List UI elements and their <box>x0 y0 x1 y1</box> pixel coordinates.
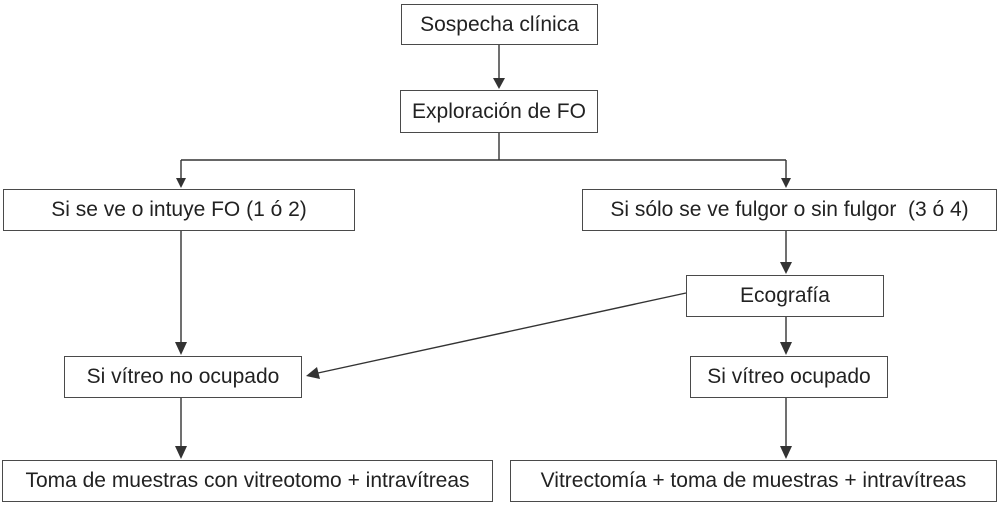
node-si-se-ve-fo: Si se ve o intuye FO (1 ó 2) <box>3 189 355 231</box>
node-vitreo-no-ocupado: Si vítreo no ocupado <box>64 356 302 398</box>
node-exploracion-fo-label: Exploración de FO <box>412 99 586 123</box>
node-vitreo-ocupado-label: Si vítreo ocupado <box>707 365 871 388</box>
arrowhead-ocupado <box>780 342 792 355</box>
node-ecografia-label: Ecografía <box>740 284 830 307</box>
node-exploracion-fo: Exploración de FO <box>400 90 598 133</box>
arrowhead-exploracion <box>493 78 505 89</box>
arrowhead-ecografia <box>780 262 792 274</box>
arrowhead-no-ocupado-diagonal <box>306 367 320 379</box>
node-vitrectomia-label: Vitrectomía + toma de muestras + intraví… <box>540 469 967 492</box>
node-vitreo-no-ocupado-label: Si vítreo no ocupado <box>86 365 280 388</box>
node-toma-muestras-label: Toma de muestras con vitreotomo + intrav… <box>25 469 470 492</box>
node-ecografia: Ecografía <box>686 275 884 317</box>
arrowhead-solo-fulgor <box>781 178 791 188</box>
node-si-se-ve-fo-label: Si se ve o intuye FO (1 ó 2) <box>51 198 307 221</box>
arrowhead-toma-muestras <box>175 446 187 459</box>
node-solo-fulgor-label: Si sólo se ve fulgor o sin fulgor (3 ó 4… <box>610 198 969 221</box>
connector-ecografia-no-ocupado <box>317 292 687 374</box>
arrowhead-vitrectomia <box>780 446 792 459</box>
node-vitrectomia: Vitrectomía + toma de muestras + intraví… <box>510 460 997 502</box>
node-sospecha-clinica: Sospecha clínica <box>401 4 598 45</box>
arrowhead-no-ocupado <box>175 342 187 355</box>
node-sospecha-clinica-label: Sospecha clínica <box>420 12 579 36</box>
node-solo-fulgor: Si sólo se ve fulgor o sin fulgor (3 ó 4… <box>582 189 997 231</box>
arrowhead-se-ve <box>176 178 186 188</box>
node-toma-muestras: Toma de muestras con vitreotomo + intrav… <box>2 460 493 502</box>
node-vitreo-ocupado: Si vítreo ocupado <box>690 356 888 398</box>
